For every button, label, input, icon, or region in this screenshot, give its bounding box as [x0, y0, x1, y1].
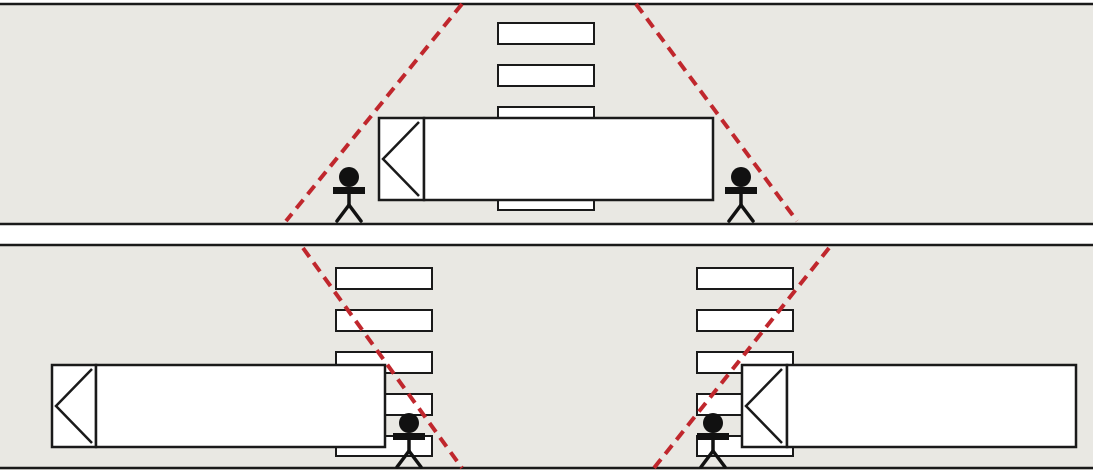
crosswalk-stripe	[335, 267, 433, 290]
pedestrian-icon	[725, 167, 757, 223]
truck-front-marker	[744, 368, 783, 444]
pedestrian-icon	[333, 167, 365, 223]
sightline-left	[284, 2, 464, 223]
pedestrian-icon	[697, 413, 729, 469]
truck-trailer	[94, 363, 387, 449]
truck-trailer	[422, 116, 715, 202]
truck-cab	[377, 116, 426, 202]
sightline-left	[301, 246, 464, 470]
truck-icon	[377, 116, 715, 202]
truck-trailer	[785, 363, 1078, 449]
truck-front-marker	[54, 368, 93, 444]
truck-icon	[50, 363, 387, 449]
truck-icon	[740, 363, 1078, 449]
sightline-right	[652, 246, 831, 470]
truck-cab	[50, 363, 98, 449]
top-panel	[0, 2, 1093, 226]
crosswalk-stripe	[497, 64, 595, 87]
pedestrian-icon	[393, 413, 425, 469]
truck-front-marker	[381, 121, 420, 197]
truck-cab	[740, 363, 789, 449]
sightline-right	[634, 2, 799, 223]
crosswalk-stripe	[696, 267, 794, 290]
crosswalk-stripe	[497, 22, 595, 45]
bottom-panel	[0, 243, 1093, 470]
